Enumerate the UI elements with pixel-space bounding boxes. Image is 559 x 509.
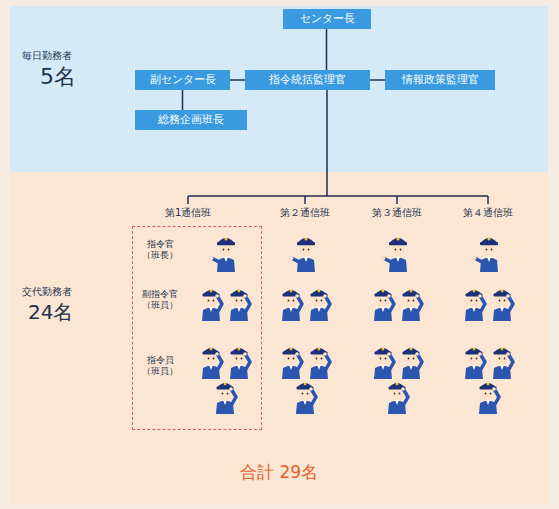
box-text: 副センター長 — [150, 73, 216, 86]
team-tree-lines — [188, 90, 488, 204]
daily-staff-label: 毎日勤務者 — [22, 50, 72, 62]
total-count: 合計 29名 — [240, 463, 318, 483]
box-text: 指令統括監理官 — [269, 73, 346, 86]
shift-staff-label: 交代勤務者 — [22, 286, 72, 298]
role-text: 指令官 （班長） — [138, 239, 182, 262]
daily-staff-count: 5名 — [40, 64, 76, 89]
chief-box: センター長 — [283, 9, 371, 29]
team-name: 第２通信班 — [280, 207, 330, 219]
deputy-box: 副センター長 — [135, 70, 230, 90]
org-connector — [182, 90, 184, 110]
shift-staff-panel — [10, 172, 548, 505]
team-name: 第４通信班 — [463, 207, 513, 219]
police-figures — [202, 238, 513, 415]
org-connector — [230, 79, 245, 81]
box-text: 情報政策監理官 — [402, 73, 479, 86]
daily-staff-panel — [10, 6, 548, 172]
command-supervisor-box: 指令統括監理官 — [245, 70, 370, 90]
general-affairs-box: 総務企画班長 — [135, 110, 247, 130]
box-text: センター長 — [300, 12, 355, 25]
box-text: 総務企画班長 — [158, 113, 224, 126]
shift-staff-count: 24名 — [28, 301, 73, 324]
info-policy-box: 情報政策監理官 — [385, 70, 495, 90]
team-name: 第1通信班 — [165, 207, 211, 219]
org-connector — [326, 29, 328, 70]
org-connector — [370, 79, 385, 81]
role-text: 副指令官 （班員） — [138, 289, 182, 312]
team-name: 第３通信班 — [372, 207, 422, 219]
role-text: 指令員 （班員） — [138, 355, 182, 378]
team-roles-frame: 指令官 （班長） 副指令官 （班員） 指令員 （班員） — [132, 226, 262, 430]
